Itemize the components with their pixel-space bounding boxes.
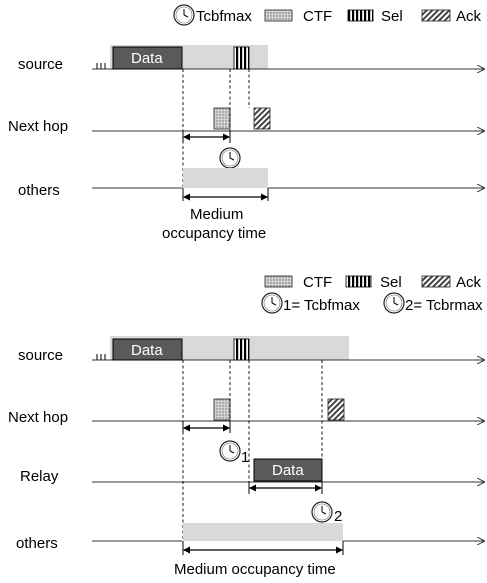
others-occupancy-band xyxy=(183,523,343,541)
medium-occupancy-label: Medium occupancy time xyxy=(174,561,336,578)
legend-ack-label: Ack xyxy=(456,274,482,291)
medium-occupancy-label-line2: occupancy time xyxy=(162,225,266,242)
backoff-ticks xyxy=(96,354,106,360)
ctf-packet xyxy=(213,107,231,130)
row-label-others: others xyxy=(16,535,58,552)
clock-icon xyxy=(173,4,195,26)
ack-packet xyxy=(253,107,271,130)
legend-ack-swatch xyxy=(421,275,451,288)
bottom-diagram: CTF Sel Ack 1= Tcbfmax 2= Tcbrmax sourc xyxy=(8,274,484,578)
source-data-label: Data xyxy=(131,50,163,67)
backoff-ticks xyxy=(96,63,106,69)
top-diagram: Tcbfmax CTF Sel Ack source Next hop othe… xyxy=(8,4,484,242)
medium-occupancy-label-line1: Medium xyxy=(190,206,243,223)
row-label-next-hop: Next hop xyxy=(8,118,68,135)
legend-sel-swatch xyxy=(347,9,374,22)
row-label-relay: Relay xyxy=(20,468,59,485)
legend-ctf-swatch xyxy=(264,9,293,22)
clock-icon xyxy=(383,292,405,314)
bottom-legend: CTF Sel Ack 1= Tcbfmax 2= Tcbrmax xyxy=(261,274,483,314)
legend-ack-swatch xyxy=(421,9,451,22)
source-data-label: Data xyxy=(131,342,163,359)
row-label-source: source xyxy=(18,56,63,73)
legend-sel-label: Sel xyxy=(381,8,403,25)
clock-icon xyxy=(261,292,283,314)
relay-data-box xyxy=(253,458,323,482)
clock-icon xyxy=(219,147,241,169)
source-data-box xyxy=(112,46,183,70)
legend-ctf-label: CTF xyxy=(303,8,332,25)
row-label-others: others xyxy=(18,182,60,199)
legend-ack-label: Ack xyxy=(456,8,482,25)
legend-clock-label: Tcbfmax xyxy=(196,8,252,25)
relay-data-label: Data xyxy=(272,462,304,479)
legend-ctf-label: CTF xyxy=(303,274,332,291)
source-data-box xyxy=(112,338,183,361)
clock2-subscript: 2 xyxy=(334,508,342,525)
legend-ctf-swatch xyxy=(264,275,293,288)
sel-packet xyxy=(233,46,250,70)
sel-packet xyxy=(233,338,250,361)
ack-packet xyxy=(327,398,345,421)
top-legend: Tcbfmax CTF Sel Ack xyxy=(173,4,482,26)
ctf-packet xyxy=(213,398,231,421)
legend-clock1-text: 1= Tcbfmax xyxy=(283,297,360,314)
clock1-subscript: 1 xyxy=(241,449,249,466)
clock-icon xyxy=(219,440,241,462)
legend-sel-label: Sel xyxy=(380,274,402,291)
row-label-next-hop: Next hop xyxy=(8,409,68,426)
legend-sel-swatch xyxy=(345,275,372,288)
clock-icon xyxy=(311,501,333,523)
row-label-source: source xyxy=(18,347,63,364)
legend-clock2-text: 2= Tcbrmax xyxy=(405,297,483,314)
others-occupancy-band xyxy=(183,168,268,188)
